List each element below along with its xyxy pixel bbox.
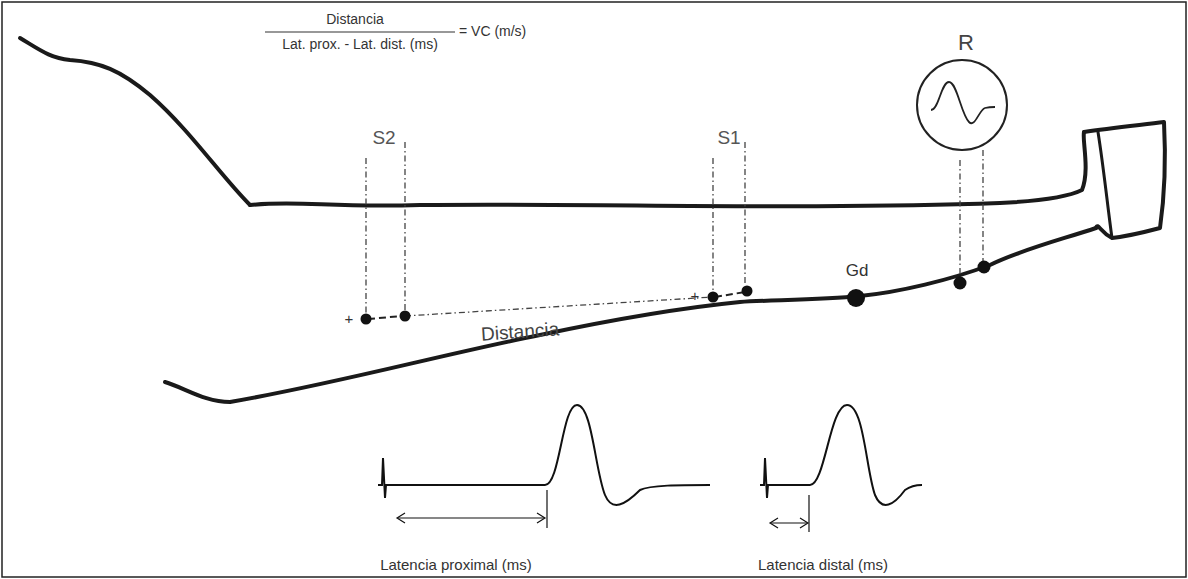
circle-outline (915, 58, 1009, 152)
formula-numerator: Distancia (326, 12, 384, 27)
formula-result: = VC (m/s) (459, 24, 526, 39)
latency-label: Latencia proximal (ms) (380, 557, 532, 574)
latency-label: Latencia distal (ms) (758, 557, 888, 574)
electrode-label: R (958, 30, 974, 56)
formula-denominator: Lat. prox. - Lat. dist. (ms) (282, 37, 438, 52)
anode-sign: + (691, 288, 700, 305)
stimulus-label: S2 (372, 128, 395, 149)
stimulus-label: S1 (717, 128, 740, 149)
anode-sign: + (345, 311, 354, 328)
recording-electrode-circle: R (915, 58, 1009, 152)
ground-label: Gd (846, 262, 869, 281)
distance-label: Distancia (480, 319, 559, 345)
